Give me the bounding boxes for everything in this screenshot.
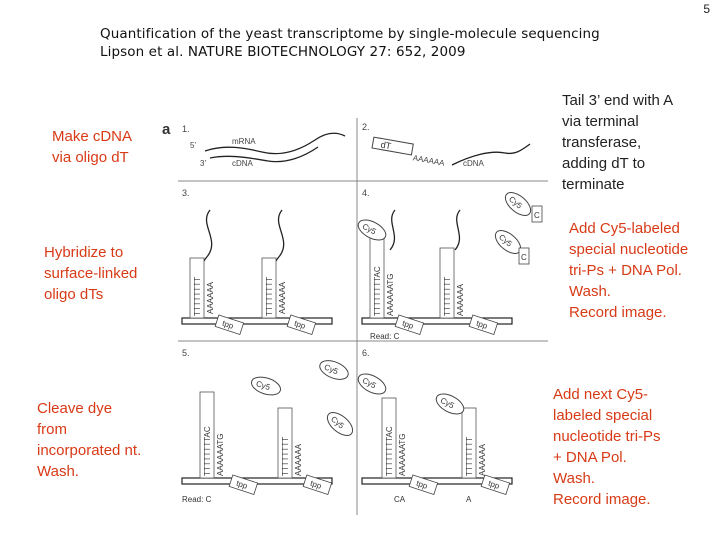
tpp-box xyxy=(228,474,259,495)
slide-title: Quantification of the yeast transcriptom… xyxy=(100,26,600,42)
poly-t-text: TTTTTTTT xyxy=(281,437,290,476)
tpp-label: tpp xyxy=(401,319,415,331)
five-prime-label: 5’ xyxy=(190,141,196,150)
mrna-strand xyxy=(204,132,346,155)
panel-5-label: 5. xyxy=(182,348,190,358)
free-nucleotide-box xyxy=(518,247,530,265)
tpp-box xyxy=(286,314,317,335)
poly-a-text: AAAAAA xyxy=(294,443,303,476)
panel-2-label: 2. xyxy=(362,122,370,132)
oligo-box xyxy=(199,391,215,479)
tpp-label: tpp xyxy=(309,479,323,491)
note-tail-3-end: Tail 3’ end with A via terminal transfer… xyxy=(562,92,674,193)
poly-a-text: AAAAAA xyxy=(478,443,487,476)
tpp-label: tpp xyxy=(415,479,429,491)
aaa-g-text: AAAAAATG xyxy=(398,433,407,476)
cy5-dye xyxy=(504,192,532,216)
cdna-label-2: cDNA xyxy=(463,159,485,168)
panel-letter: a xyxy=(162,121,171,138)
oligo-box xyxy=(189,257,205,319)
template-strand-4b xyxy=(454,209,461,251)
note-make-cdna: Make cDNA via oligo dT xyxy=(52,128,133,166)
citation: Lipson et al. NATURE BIOTECHNOLOGY 27: 6… xyxy=(100,44,466,60)
cy5-dye xyxy=(435,393,465,415)
aaa-g-text: AAAAAATG xyxy=(386,273,395,316)
ttt-c-text: TTTTTTTTAC xyxy=(203,426,212,476)
ttt-c-text: TTTTTTTTAC xyxy=(385,426,394,476)
three-prime-label: 3’ xyxy=(200,159,206,168)
c-nucleotide: C xyxy=(534,211,540,220)
tpp-box xyxy=(394,314,425,335)
oligo-box xyxy=(381,397,397,479)
ttt-c-text: TTTTTTTTAC xyxy=(373,266,382,316)
cy5-label: Cy5 xyxy=(255,379,272,392)
tpp-box xyxy=(214,314,245,335)
poly-t-text: TTTTTTTT xyxy=(465,437,474,476)
dt-label: dT xyxy=(380,140,393,152)
poly-t-text: TTTTTTTT xyxy=(193,277,202,316)
oligo-box xyxy=(261,257,277,319)
poly-t-text: TTTTTTTT xyxy=(265,277,274,316)
read-label-6a: CA xyxy=(394,495,406,504)
tail-aaaaaa: AAAAAA xyxy=(412,153,446,168)
cy5-dye xyxy=(319,360,349,380)
note-add-next-cy5: Add next Cy5- labeled special nucleotide… xyxy=(553,386,661,508)
read-label-6b: A xyxy=(466,495,472,504)
tpp-label: tpp xyxy=(475,319,489,331)
c-nucleotide: C xyxy=(521,253,527,262)
tpp-box xyxy=(408,474,439,495)
free-nucleotide-box xyxy=(531,205,543,223)
panel-1-label: 1. xyxy=(182,124,190,134)
tpp-label: tpp xyxy=(221,319,235,331)
panel-6-label: 6. xyxy=(362,348,370,358)
surface-bar-3 xyxy=(181,317,333,325)
poly-t-text: TTTTTTTT xyxy=(443,277,452,316)
cdna-strand xyxy=(209,146,319,163)
cy5-dye xyxy=(357,219,387,241)
cdna-label: cDNA xyxy=(232,159,254,168)
surface-bar-4 xyxy=(361,317,513,325)
tpp-box xyxy=(468,314,499,335)
oligo-box xyxy=(439,247,455,319)
panel-4-label: 4. xyxy=(362,188,370,198)
dt-block: dT AAAAAA xyxy=(371,136,446,168)
tpp-box xyxy=(480,474,511,495)
dt-box xyxy=(371,136,414,156)
tpp-label: tpp xyxy=(235,479,249,491)
panel-3-label: 3. xyxy=(182,188,190,198)
tpp-label: tpp xyxy=(293,319,307,331)
poly-a-text: AAAAAA xyxy=(278,281,287,314)
read-label-4: Read: C xyxy=(370,332,400,341)
read-label-5: Read: C xyxy=(182,495,212,504)
template-strand-4a xyxy=(389,209,396,251)
note-hybridize: Hybridize to surface-linked oligo dTs xyxy=(44,244,138,303)
cy5-dye xyxy=(251,376,281,396)
aaa-g-text: AAAAAATG xyxy=(216,433,225,476)
poly-a-text: AAAAAA xyxy=(456,283,465,316)
cy5-dye xyxy=(326,412,354,436)
mrna-label: mRNA xyxy=(232,137,256,146)
oligo-box xyxy=(277,407,293,479)
tpp-box xyxy=(302,474,333,495)
poly-a-text: AAAAAA xyxy=(206,281,215,314)
note-cleave-dye: Cleave dye from incorporated nt. Wash. xyxy=(37,400,142,480)
tailed-cdna-strand xyxy=(451,143,531,166)
note-add-cy5: Add Cy5-labeled special nucleotide tri-P… xyxy=(569,220,689,321)
cy5-dye xyxy=(357,373,387,395)
tpp-label: tpp xyxy=(487,479,501,491)
page-number: 5 xyxy=(703,2,710,16)
oligo-box xyxy=(461,407,477,479)
